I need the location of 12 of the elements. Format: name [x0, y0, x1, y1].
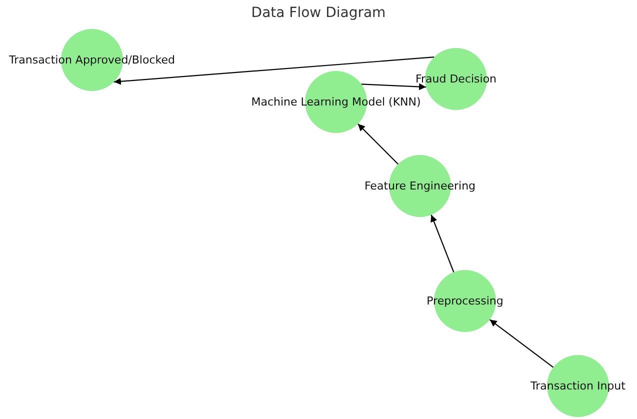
node-label: Transaction Approved/Blocked: [9, 54, 175, 66]
node-label: Transaction Input: [530, 380, 626, 392]
node-label: Feature Engineering: [364, 180, 476, 192]
arrow: [114, 56, 434, 85]
arrow: [361, 83, 426, 90]
arrow: [430, 214, 454, 272]
diagram-title: Data Flow Diagram: [251, 5, 386, 21]
node-label: Fraud Decision: [415, 72, 497, 86]
arrow: [489, 319, 554, 368]
node-label: Preprocessing: [426, 294, 504, 308]
arrow: [358, 124, 398, 164]
node-label: Machine Learning Model (KNN): [251, 96, 421, 108]
